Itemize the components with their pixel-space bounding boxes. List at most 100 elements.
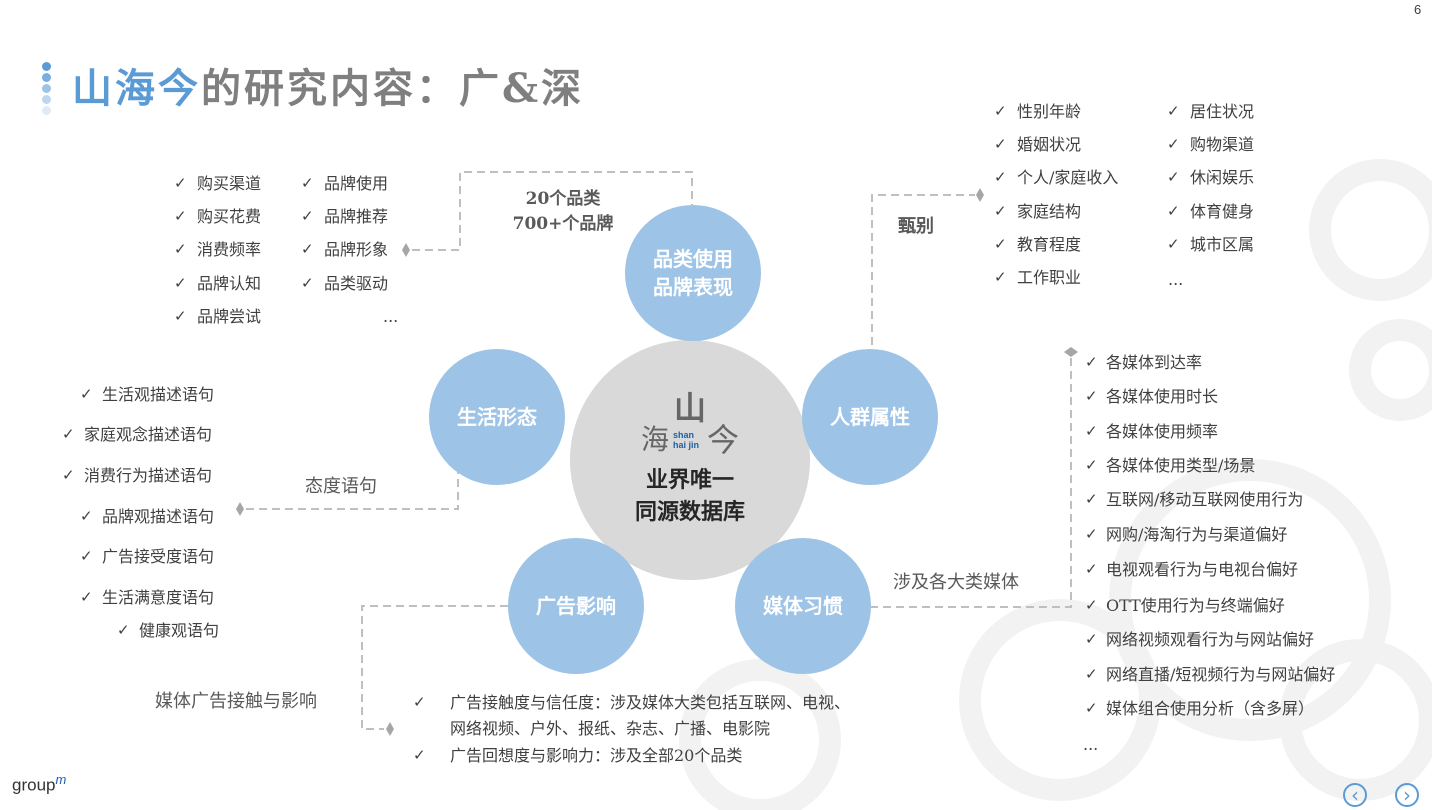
check-icon: ✓ [1085,560,1098,578]
left-label: 态度语句 [305,476,377,497]
list-item: 健康观语句 [139,621,220,640]
check-icon: ✓ [994,135,1007,153]
list-item: 品类驱动 [324,274,389,293]
check-icon: ✓ [1085,525,1098,543]
list-item: 购买渠道 [197,174,262,193]
list-item: 品牌认知 [197,274,262,293]
prev-slide-button[interactable]: ‹ [1343,783,1367,807]
list-item: 购买花费 [197,207,262,226]
page-title: 山海今的研究内容：广&深 [72,56,584,114]
list-item: 婚姻状况 [1017,135,1082,154]
check-icon: ✓ [994,268,1007,286]
logo-text: shan hai jin [673,430,700,450]
check-icon: ✓ [994,102,1007,120]
check-icon: ✓ [301,274,314,292]
list-item: 互联网/移动互联网使用行为 [1106,490,1304,509]
list-item: 品牌观描述语句 [102,507,215,526]
list-item: 性别年龄 [1017,102,1082,121]
right-top-label: 甄别 [898,216,934,237]
check-icon: ✓ [62,425,75,443]
list-item: 网络直播/短视频行为与网站偏好 [1106,665,1336,684]
list-item: 购物渠道 [1190,135,1255,154]
list-item: 各媒体使用时长 [1106,387,1219,406]
check-icon: ✓ [174,307,187,325]
check-icon: ✓ [1085,456,1098,474]
list-item: 家庭结构 [1017,202,1082,221]
check-icon: ✓ [62,466,75,484]
circle-lifestyle: 生活形态 [429,349,565,485]
circle-ad-impact: 广告影响 [508,538,644,674]
list-item: 各媒体到达率 [1106,353,1203,372]
ad-label: 媒体广告接触与影响 [155,691,317,712]
check-icon: ✓ [301,174,314,192]
list-item: 个人/家庭收入 [1017,168,1119,187]
decorative-rings [679,159,1432,810]
check-icon: ✓ [301,207,314,225]
list-item: 品牌推荐 [324,207,389,226]
title-bullet-icon [42,62,52,115]
check-icon: ✓ [174,240,187,258]
list-item: 各媒体使用频率 [1106,422,1219,441]
check-icon: ✓ [413,746,426,764]
list-item: OTT使用行为与终端偏好 [1106,596,1285,615]
check-icon: ✓ [1167,202,1180,220]
list-more: ... [1168,270,1184,289]
check-icon: ✓ [994,168,1007,186]
list-item: 网络视频观看行为与网站偏好 [1106,630,1315,649]
list-more: ... [1083,735,1099,754]
diamond-markers [236,188,1078,736]
check-icon: ✓ [1167,235,1180,253]
list-item: 休闲娱乐 [1190,168,1255,187]
list-item: 城市区属 [1190,235,1255,254]
shanhaijin-logo: 山 海 shan hai jin 今 [640,389,740,459]
check-icon: ✓ [80,507,93,525]
circle-demographics: 人群属性 [802,349,938,485]
check-icon: ✓ [1085,490,1098,508]
list-item: 品牌使用 [324,174,389,193]
check-icon: ✓ [1085,387,1098,405]
check-icon: ✓ [1167,135,1180,153]
list-item: 电视观看行为与电视台偏好 [1106,560,1299,579]
check-icon: ✓ [80,385,93,403]
connector-lines [246,171,1072,730]
check-icon: ✓ [413,693,426,711]
list-item: 体育健身 [1190,202,1255,221]
circle-category-brand: 品类使用品牌表现 [625,205,761,341]
list-item: 品牌形象 [324,240,389,259]
check-icon: ✓ [117,621,130,639]
list-item: 消费行为描述语句 [84,466,213,485]
list-item: 广告回想度与影响力：涉及全部20个品类 [450,746,743,765]
page-number: 6 [1414,2,1422,17]
check-icon: ✓ [1085,596,1098,614]
check-icon: ✓ [1167,168,1180,186]
check-icon: ✓ [80,547,93,565]
center-line2: 同源数据库 [634,499,745,525]
center-line1: 业界唯一 [645,467,734,493]
list-item: 居住状况 [1190,102,1255,121]
list-item: 媒体组合使用分析（含多屏） [1106,699,1315,718]
list-more: ... [383,307,399,326]
check-icon: ✓ [301,240,314,258]
list-item: 广告接受度语句 [102,547,215,566]
list-item: 生活观描述语句 [102,385,215,404]
title-highlight: 山海今 [72,65,201,112]
check-icon: ✓ [80,588,93,606]
check-icon: ✓ [994,235,1007,253]
check-icon: ✓ [1167,102,1180,120]
check-icon: ✓ [174,174,187,192]
check-icon: ✓ [1085,699,1098,717]
next-slide-button[interactable]: › [1395,783,1419,807]
list-item: 品牌尝试 [197,307,262,326]
list-item: 广告接触度与信任度：涉及媒体大类包括互联网、电视、 [450,693,851,712]
title-rest: 的研究内容：广&深 [201,65,585,112]
check-icon: ✓ [174,207,187,225]
check-icon: ✓ [1085,630,1098,648]
list-item: 家庭观念描述语句 [84,425,213,444]
list-item: 网购/海淘行为与渠道偏好 [1106,525,1288,544]
list-item: 工作职业 [1017,268,1082,287]
list-item: 网络视频、户外、报纸、杂志、广播、电影院 [450,719,771,738]
check-icon: ✓ [1085,665,1098,683]
list-item: 教育程度 [1017,235,1082,254]
check-icon: ✓ [1085,422,1098,440]
